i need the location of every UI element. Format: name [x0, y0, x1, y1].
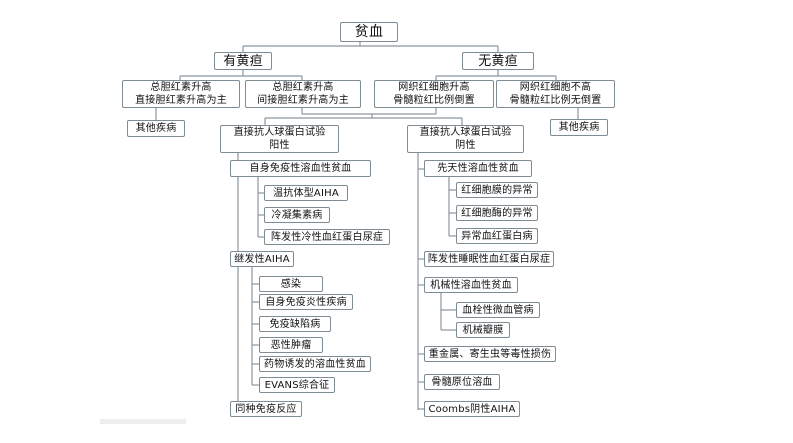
coombs-negative-aiha-node: Coombs阴性AIHA	[424, 401, 520, 417]
toxic-injury-node: 重金属、寄生虫等毒性损伤	[424, 346, 556, 362]
direct-bilirubin-node: 总胆红素升高 直接胆红素升高为主	[122, 80, 240, 108]
warm-aiha-node: 温抗体型AIHA	[264, 185, 348, 201]
mechanical-valve-node: 机械瓣膜	[456, 322, 510, 338]
reticulocyte-normal-node: 网织红细胞不高 骨髓粒红比例无倒置	[496, 80, 615, 108]
reticulocyte-high-node: 网织红细胞升高 骨髓粒红比例倒置	[374, 80, 494, 108]
autoimmune-hemolytic-node: 自身免疫性溶血性贫血	[230, 160, 371, 177]
immunodeficiency-node: 免疫缺陷病	[259, 316, 331, 332]
hemoglobinopathy-node: 异常血红蛋白病	[456, 228, 538, 244]
enzyme-defect-node: 红细胞酶的异常	[456, 205, 538, 221]
congenital-hemolytic-node: 先天性溶血性贫血	[424, 160, 532, 177]
root-node: 贫血	[340, 22, 398, 42]
footer-bar	[100, 419, 186, 424]
other-disease-left-node: 其他疾病	[127, 120, 185, 137]
drug-induced-node: 药物诱发的溶血性贫血	[259, 356, 371, 372]
indirect-bilirubin-node: 总胆红素升高 间接胆红素升高为主	[245, 80, 361, 108]
jaundice-node: 有黄疸	[214, 52, 272, 70]
evans-syndrome-node: EVANS综合征	[259, 377, 335, 393]
marrow-hemolysis-node: 骨髓原位溶血	[424, 374, 500, 390]
pch-node: 阵发性冷性血红蛋白尿症	[264, 229, 390, 245]
alloimmune-node: 同种免疫反应	[230, 401, 302, 417]
autoimmune-inflammatory-node: 自身免疫炎性疾病	[259, 294, 353, 310]
mechanical-hemolytic-node: 机械性溶血性贫血	[424, 277, 518, 293]
other-disease-right-node: 其他疾病	[550, 119, 608, 136]
infection-node: 感染	[259, 276, 323, 292]
cold-agglutinin-node: 冷凝集素病	[264, 207, 330, 223]
coombs-negative-node: 直接抗人球蛋白试验 阴性	[407, 125, 524, 153]
membrane-defect-node: 红细胞膜的异常	[456, 182, 538, 198]
tma-node: 血栓性微血管病	[456, 302, 540, 318]
no-jaundice-node: 无黄疸	[462, 52, 534, 70]
malignancy-node: 恶性肿瘤	[259, 337, 323, 353]
secondary-aiha-node: 继发性AIHA	[230, 251, 294, 267]
pnh-node: 阵发性睡眠性血红蛋白尿症	[424, 251, 554, 267]
coombs-positive-node: 直接抗人球蛋白试验 阳性	[220, 125, 339, 153]
